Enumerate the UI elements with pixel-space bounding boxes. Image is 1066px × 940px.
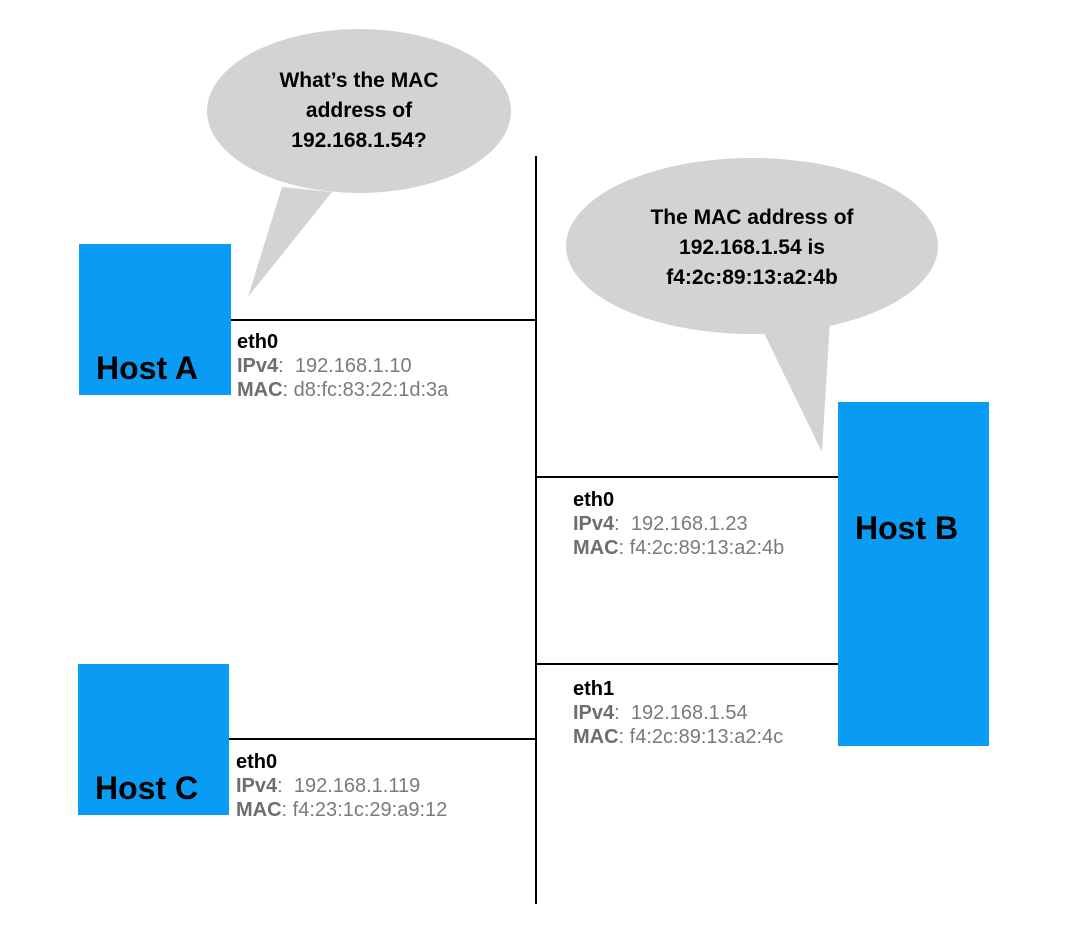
bubble-line: address of (305, 99, 413, 122)
host-a-box (79, 244, 231, 395)
speech-bubble-host-a-text: What’s the MAC address of 192.168.1.54? (229, 66, 489, 156)
ipv4-key: IPv4 (237, 355, 279, 377)
speech-bubble-body (566, 158, 938, 334)
mac-key: MAC (573, 726, 619, 748)
mac-value: d8:fc:83:22:1d:3a (293, 379, 449, 401)
mac-row: MAC: f4:2c:89:13:a2:4c (573, 726, 784, 748)
bubble-line: 192.168.1.54? (291, 129, 427, 152)
interface-name: eth0 (237, 331, 279, 353)
interface-name: eth0 (236, 751, 278, 773)
host-b-eth0-info: eth0 IPv4: 192.168.1.23 MAC: f4:2c:89:13… (573, 488, 784, 560)
mac-value: f4:23:1c:29:a9:12 (292, 799, 448, 821)
mac-value: f4:2c:89:13:a2:4b (629, 537, 785, 559)
bubble-line: f4:2c:89:13:a2:4b (666, 266, 838, 289)
ipv4-value: 192.168.1.54 (630, 702, 748, 724)
host-c-label: Host C (95, 770, 199, 806)
mac-value: f4:2c:89:13:a2:4c (629, 726, 784, 748)
ipv4-row: IPv4: 192.168.1.23 (573, 513, 748, 535)
speech-bubble-tail (248, 187, 332, 297)
host-c-eth0-info: eth0 IPv4: 192.168.1.119 MAC: f4:23:1c:2… (236, 750, 447, 822)
bubble-line: The MAC address of (650, 206, 854, 229)
ipv4-key: IPv4 (573, 702, 615, 724)
bubble-line: 192.168.1.54 is (679, 236, 825, 259)
ipv4-row: IPv4: 192.168.1.10 (237, 355, 412, 377)
interface-name: eth1 (573, 678, 615, 700)
ipv4-key: IPv4 (573, 513, 615, 535)
host-a-eth0-info: eth0 IPv4: 192.168.1.10 MAC: d8:fc:83:22… (237, 330, 448, 402)
ipv4-value: 192.168.1.23 (630, 513, 748, 535)
speech-bubble-body (207, 29, 511, 193)
mac-key: MAC (236, 799, 282, 821)
mac-row: MAC: f4:2c:89:13:a2:4b (573, 537, 785, 559)
host-b-label: Host B (855, 510, 959, 546)
ipv4-row: IPv4: 192.168.1.119 (236, 775, 421, 797)
speech-bubble-host-b (566, 158, 938, 452)
mac-key: MAC (573, 537, 619, 559)
speech-bubble-host-b-text: The MAC address of 192.168.1.54 is f4:2c… (597, 203, 907, 293)
mac-row: MAC: d8:fc:83:22:1d:3a (237, 379, 449, 401)
host-a-label: Host A (96, 350, 198, 386)
host-c-box (78, 664, 229, 815)
ipv4-value: 192.168.1.119 (293, 775, 421, 797)
host-b-box (838, 402, 989, 746)
mac-row: MAC: f4:23:1c:29:a9:12 (236, 799, 448, 821)
host-b-eth1-info: eth1 IPv4: 192.168.1.54 MAC: f4:2c:89:13… (573, 677, 783, 749)
ipv4-value: 192.168.1.10 (294, 355, 412, 377)
bubble-line: What’s the MAC (279, 69, 439, 92)
mac-key: MAC (237, 379, 283, 401)
ipv4-row: IPv4: 192.168.1.54 (573, 702, 748, 724)
speech-bubble-tail (760, 320, 830, 452)
speech-bubble-host-a (207, 29, 511, 297)
interface-name: eth0 (573, 489, 615, 511)
ipv4-key: IPv4 (236, 775, 278, 797)
